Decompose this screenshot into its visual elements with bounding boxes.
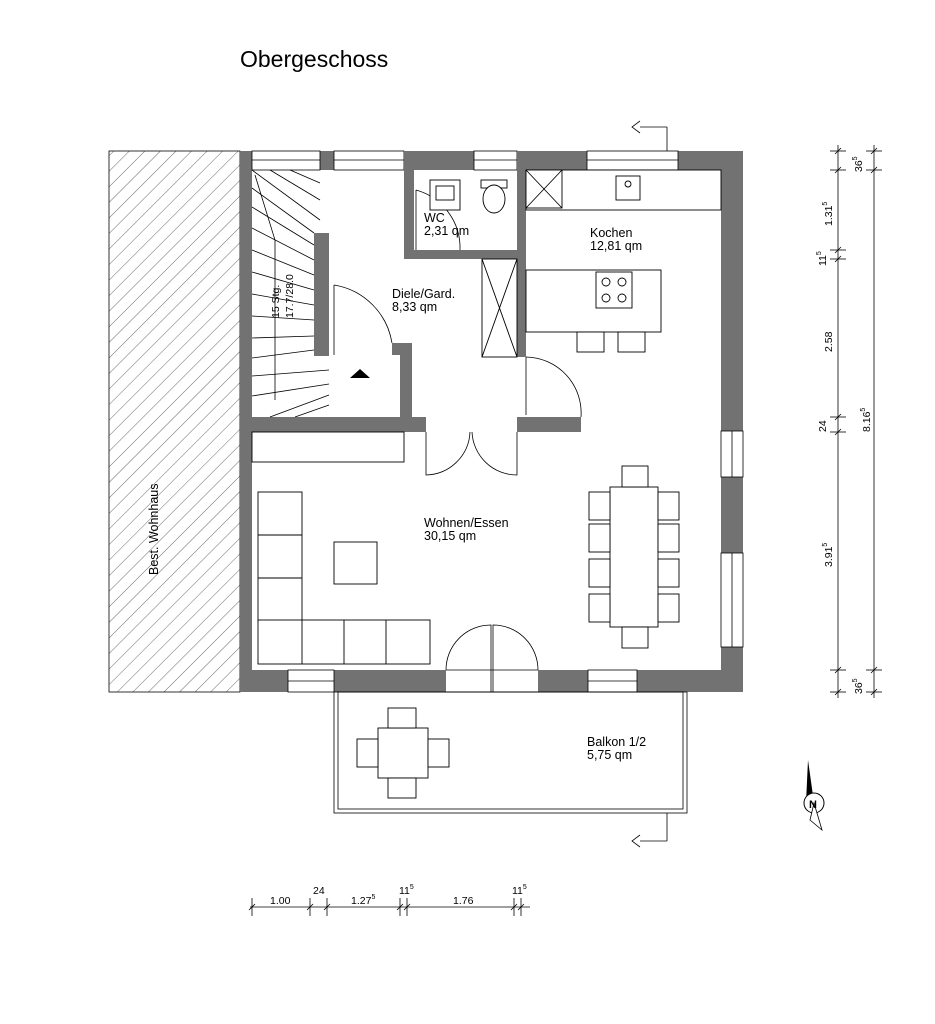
dim-right-6: 365 [852, 678, 865, 694]
staircase [251, 169, 330, 418]
balcony [333, 691, 688, 814]
room-area-wc: 2,31 qm [424, 224, 469, 238]
dimension-chain-bottom [248, 898, 530, 916]
dim-bottom-1: 24 [313, 885, 325, 897]
room-name-kochen: Kochen [590, 226, 632, 240]
dim-right-0: 365 [852, 156, 865, 172]
dim-bottom-2: 1.275 [351, 894, 375, 907]
windows [251, 150, 744, 693]
plan-title: Obergeschoss [240, 46, 388, 72]
dim-right-2: 115 [816, 251, 829, 266]
room-name-balkon: Balkon 1/2 [587, 735, 646, 749]
room-name-wohnen: Wohnen/Essen [424, 516, 509, 530]
dim-bottom-3: 115 [399, 884, 414, 897]
section-marker-bottom [631, 813, 668, 848]
room-area-kochen: 12,81 qm [590, 239, 642, 253]
dim-bottom-5: 115 [512, 884, 527, 897]
north-label: N [809, 799, 817, 811]
dim-bottom-0: 1.00 [270, 895, 291, 907]
dimension-chain-right [830, 145, 882, 698]
room-name-wc: WC [424, 211, 445, 225]
doors [333, 189, 582, 692]
exterior-walls [240, 151, 743, 692]
neighbor-label: Best. Wohnhaus [147, 484, 161, 576]
kitchen-furniture [481, 169, 722, 358]
room-area-wohnen: 30,15 qm [424, 529, 476, 543]
dim-right-5: 3.915 [822, 543, 835, 567]
stair-label-line2: 17.7/28.0 [284, 274, 296, 318]
dim-right-4: 24 [817, 420, 829, 432]
room-name-diele: Diele/Gard. [392, 287, 455, 301]
interior-walls [252, 151, 581, 432]
dim-right-total: 8.165 [860, 408, 873, 432]
stair-label-line1: 15 Stg. [270, 285, 282, 318]
north-arrow-icon [803, 760, 825, 832]
dim-right-1: 1.315 [822, 202, 835, 226]
room-area-balkon: 5,75 qm [587, 748, 632, 762]
dim-bottom-4: 1.76 [453, 895, 474, 907]
wc-fixtures [429, 179, 508, 214]
living-furniture [251, 431, 680, 665]
dim-right-3: 2.58 [823, 331, 835, 352]
room-area-diele: 8,33 qm [392, 300, 437, 314]
balcony-furniture [356, 707, 450, 799]
neighbor-building-hatch [108, 150, 241, 693]
stair-arrow-icon [350, 369, 370, 378]
section-marker-top [631, 120, 668, 151]
